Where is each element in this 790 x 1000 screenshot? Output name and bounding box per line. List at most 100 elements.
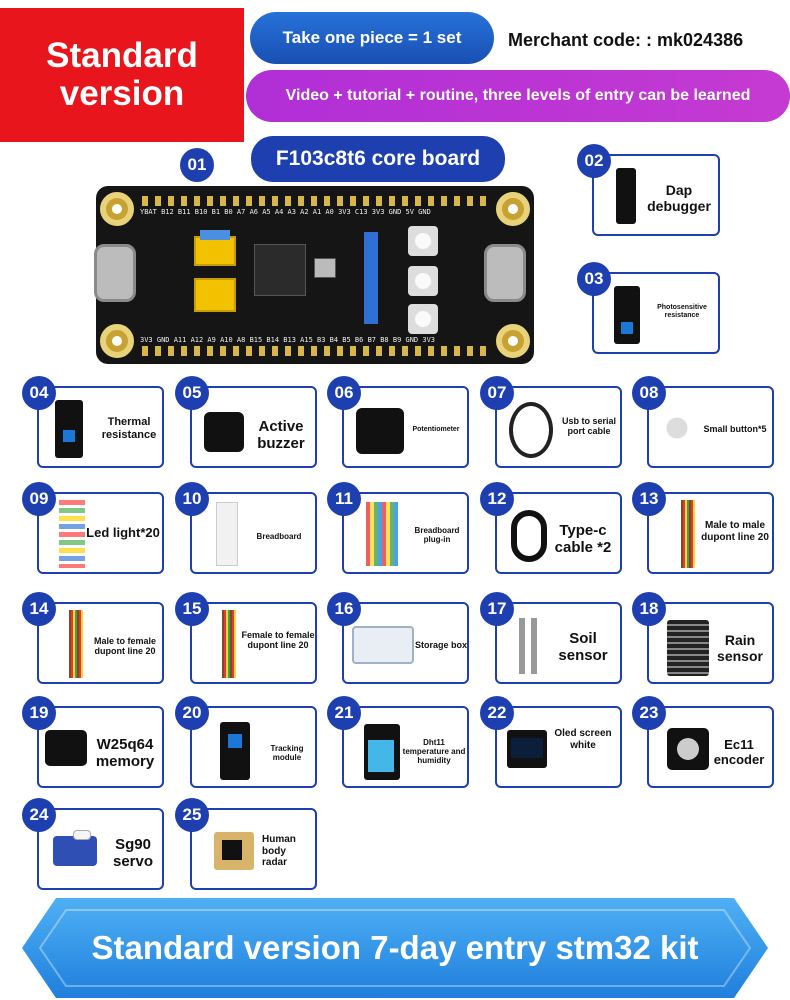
- item-card-male-female-dupont: Male to female dupont line 20: [37, 602, 164, 684]
- item-number-04: 04: [22, 376, 56, 410]
- item-label: Female to female dupont line 20: [241, 630, 315, 651]
- item-number-23: 23: [632, 696, 666, 730]
- soil-probe-image: [531, 618, 537, 674]
- item-card-rain-sensor: Rain sensor: [647, 602, 774, 684]
- key1-button-image: [408, 304, 438, 334]
- buzzer-module-image: [204, 412, 244, 452]
- item-card-w25q64-memory: W25q64 memory: [37, 706, 164, 788]
- standard-version-label: Standard version: [46, 36, 198, 113]
- pot-icon: [228, 734, 242, 748]
- item-number-15: 15: [175, 592, 209, 626]
- breadboard-image: [216, 502, 238, 566]
- usb-c-port-right: [484, 244, 526, 302]
- set-label: Take one piece = 1 set: [282, 28, 462, 47]
- set-pill: Take one piece = 1 set: [250, 12, 494, 64]
- jumper-block: [194, 236, 236, 266]
- item-number-02: 02: [577, 144, 611, 178]
- item-number-03: 03: [577, 262, 611, 296]
- dupont-wires-image: [69, 610, 83, 678]
- mount-hole: [100, 324, 134, 358]
- dap-debugger-image: [616, 168, 636, 224]
- item-card-small-button: Small button*5: [647, 386, 774, 468]
- merchant-code: Merchant code: : mk024386: [508, 30, 744, 50]
- promo-label: Video + tutorial + routine, three levels…: [285, 87, 751, 104]
- swd-header: [364, 232, 378, 324]
- item-card-tracking-module: Tracking module: [190, 706, 317, 788]
- header-pins-bottom: [142, 346, 488, 356]
- item-card-potentiometer: Potentiometer: [342, 386, 469, 468]
- thermistor-module-image: [55, 400, 83, 458]
- item-card-soil-sensor: Soil sensor: [495, 602, 622, 684]
- item-number-25: 25: [175, 798, 209, 832]
- core-board-image: YBAT B12 B11 B10 B1 B0 A7 A6 A5 A4 A3 A2…: [94, 186, 534, 364]
- item-label: Thermal resistance: [101, 416, 157, 441]
- item-number-06: 06: [327, 376, 361, 410]
- item-number-09: 09: [22, 482, 56, 516]
- item-label: Human body radar: [262, 834, 296, 868]
- item-card-ec11-encoder: Ec11 encoder: [647, 706, 774, 788]
- storage-box-image: [352, 626, 414, 664]
- item-number-10: 10: [175, 482, 209, 516]
- item-label: Male to male dupont line 20: [701, 520, 769, 543]
- footer-banner-text: Standard version 7-day entry stm32 kit: [91, 929, 699, 966]
- item-label: Ec11 encoder: [713, 737, 765, 767]
- item-card-dap-debugger: Dap debugger: [592, 154, 720, 236]
- item-card-led-light: Led light*20: [37, 492, 164, 574]
- item-card-usb-serial-cable: Usb to serial port cable: [495, 386, 622, 468]
- item-label: Rain sensor: [717, 632, 763, 665]
- item-card-photosensitive-resistance: Photosensitive resistance: [592, 272, 720, 354]
- item-label: Photosensitive resistance: [657, 304, 707, 320]
- item-label: Soil sensor: [558, 630, 608, 665]
- item-number-14: 14: [22, 592, 56, 626]
- header-pins-top: [142, 196, 488, 206]
- item-label: W25q64 memory: [95, 736, 155, 771]
- item-label: Usb to serial port cable: [561, 416, 617, 437]
- reset-button-image: [408, 226, 438, 256]
- banner-shape: [22, 898, 768, 998]
- item-label: Male to female dupont line 20: [93, 636, 157, 657]
- item-number-22: 22: [480, 696, 514, 730]
- usb-cable-image: [509, 402, 553, 458]
- promo-pill: Video + tutorial + routine, three levels…: [246, 70, 790, 122]
- item-number-19: 19: [22, 696, 56, 730]
- item-label: Sg90 servo: [112, 836, 154, 871]
- item-number-05: 05: [175, 376, 209, 410]
- item-card-breadboard-plugin: Breadboard plug-in: [342, 492, 469, 574]
- mount-hole: [496, 192, 530, 226]
- mcu-chip: [254, 244, 306, 296]
- board-title: F103c8t6 core board: [275, 147, 481, 170]
- dupont-wires-image: [681, 500, 695, 568]
- item-card-sg90-servo: Sg90 servo: [37, 808, 164, 890]
- photoresistor-module-image: [614, 286, 640, 344]
- soil-probe-image: [519, 618, 525, 674]
- dupont-wires-image: [222, 610, 236, 678]
- item-label: Active buzzer: [257, 418, 305, 453]
- jumper-block: [194, 278, 236, 312]
- silkscreen-top: YBAT B12 B11 B10 B1 B0 A7 A6 A5 A4 A3 A2…: [140, 208, 431, 216]
- item-label: Potentiometer: [412, 426, 460, 433]
- item-label: Breadboard plug-in: [414, 526, 460, 545]
- item-label: Storage box: [414, 640, 467, 650]
- board-title-pill: F103c8t6 core board: [251, 136, 505, 182]
- crystal: [314, 258, 336, 278]
- potentiometer-module-image: [356, 408, 404, 454]
- item-number-11: 11: [327, 482, 361, 516]
- item-label: Small button*5: [703, 424, 767, 434]
- item-number-01: 01: [180, 148, 214, 182]
- pot-icon: [63, 430, 75, 442]
- footer-banner: Standard version 7-day entry stm32 kit: [22, 898, 768, 998]
- item-number-07: 07: [480, 376, 514, 410]
- item-label: Dap debugger: [647, 182, 711, 215]
- mount-hole: [496, 324, 530, 358]
- rain-sensor-image: [667, 620, 709, 676]
- button-parts-image: [659, 410, 695, 446]
- item-number-16: 16: [327, 592, 361, 626]
- item-label: Type-c cable *2: [554, 522, 612, 557]
- led-lights-image: [59, 500, 85, 568]
- usb-c-port-left: [94, 244, 136, 302]
- w25q64-module-image: [45, 730, 87, 766]
- tracking-module-image: [220, 722, 250, 780]
- pot-icon: [621, 322, 633, 334]
- radar-chip-icon: [222, 840, 242, 860]
- item-number-24: 24: [22, 798, 56, 832]
